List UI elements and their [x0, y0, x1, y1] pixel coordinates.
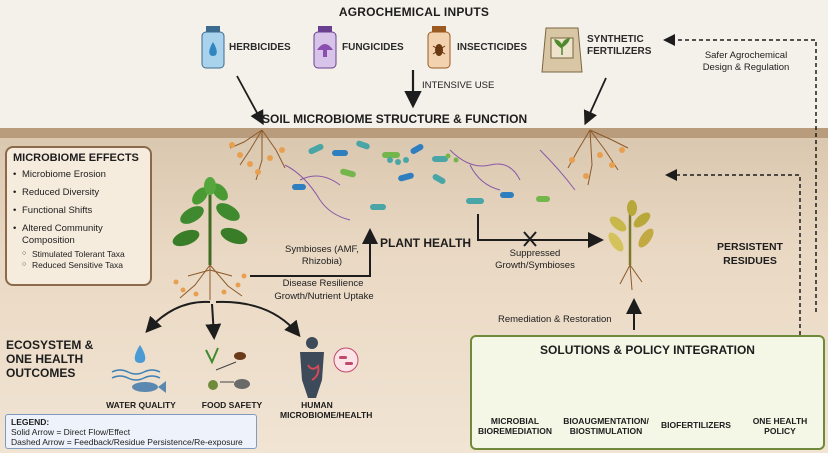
human-outcome-arrow: [215, 300, 301, 338]
ecosystem-title-line: ECOSYSTEM &: [6, 338, 94, 352]
legend-solid: Solid Arrow = Direct Flow/Effect: [11, 427, 131, 437]
fungal-hyphae: [284, 149, 576, 221]
outcome-food-safety: FOOD SAFETY: [201, 400, 263, 410]
solutions-panel: SOLUTIONS & POLICY INTEGRATION: [470, 335, 825, 450]
intensive-use-label: INTENSIVE USE: [422, 80, 495, 91]
plant-health-label: PLANT HEALTH: [380, 236, 472, 250]
solution-bioremediation: MICROBIAL BIOREMEDIATION: [478, 416, 552, 436]
fertilizer-arrow: [583, 77, 607, 126]
water-fish-icon: [111, 345, 166, 393]
solutions-title: SOLUTIONS & POLICY INTEGRATION: [540, 343, 755, 357]
outcome-human-health: HUMAN MICROBIOME/HEALTH: [280, 400, 373, 420]
effect-subitem: Stimulated Tolerant Taxa: [22, 249, 144, 259]
fungicide-bottle-icon: [313, 26, 337, 69]
nodules-right: [569, 147, 625, 179]
microbiome-effects-panel: MICROBIOME EFFECTS Microbiome Erosion Re…: [5, 146, 152, 286]
insecticide-bottle-icon: [427, 26, 451, 69]
safer-design-label: Safer Agrochemical Design & Regulation: [702, 50, 790, 73]
blocked-x-icon: [523, 231, 537, 247]
food-chain-icon: [205, 347, 250, 390]
healthy-plant-icon: [172, 177, 248, 300]
safer-design-dashed-arrow: [663, 34, 817, 312]
input-label-fungicides: FUNGICIDES: [342, 42, 404, 53]
food-outcome-arrow: [205, 303, 222, 340]
legend-title: LEGEND:: [11, 417, 50, 427]
soil-surface: [0, 128, 828, 138]
fertilizer-bag-icon: [541, 27, 583, 73]
legend-box: LEGEND: Solid Arrow = Direct Flow/Effect…: [5, 414, 257, 449]
microbes-cluster: [292, 140, 550, 210]
soil-microbiome-title: SOIL MICROBIOME STRUCTURE & FUNCTION: [262, 112, 528, 126]
water-outcome-arrow: [145, 300, 211, 333]
persistent-residues-dashed-arrow: [665, 169, 801, 335]
ecosystem-title: ECOSYSTEM & ONE HEALTH OUTCOMES: [6, 338, 93, 380]
suppressed-label: Suppressed Growth/Symbioses: [495, 248, 575, 271]
agrochemical-inputs-title: AGROCHEMICAL INPUTS: [338, 5, 490, 19]
solution-biofertilizers: BIOFERTILIZERS: [661, 420, 731, 430]
effect-item: Microbiome Erosion: [13, 169, 144, 181]
input-label-insecticides: INSECTICIDES: [457, 42, 528, 53]
plant-health-arrow: [250, 228, 378, 277]
symbioses-label: Symbioses (AMF, Rhizobia): [285, 244, 359, 267]
ecosystem-title-line: ONE HEALTH: [6, 352, 84, 366]
remediation-label: Remediation & Restoration: [498, 314, 612, 325]
wilting-plant-icon: [608, 200, 654, 291]
nodules-left: [229, 142, 285, 175]
persistent-residues-label: PERSISTENT RESIDUES: [717, 241, 783, 267]
effect-item: Functional Shifts: [13, 205, 144, 217]
growth-uptake-label: Growth/Nutrient Uptake: [274, 291, 374, 302]
disease-resilience-label: Disease Resilience: [282, 278, 364, 289]
herbicide-arrow: [236, 75, 264, 126]
effect-item: Altered Community Composition Stimulated…: [13, 223, 144, 270]
legend-dashed: Dashed Arrow = Feedback/Residue Persiste…: [11, 437, 243, 447]
human-microbiome-icon: [300, 337, 359, 398]
outcome-water-quality: WATER QUALITY: [106, 400, 176, 410]
herbicide-bottle-icon: [201, 26, 225, 69]
effect-item-label: Altered Community Composition: [22, 223, 103, 246]
microbiome-effects-title: MICROBIOME EFFECTS: [13, 152, 139, 164]
effect-item: Reduced Diversity: [13, 187, 144, 199]
solution-one-health-policy: ONE HEALTH POLICY: [752, 416, 808, 436]
solution-bioaugmentation: BIOAUGMENTATION/ BIOSTIMULATION: [563, 416, 649, 436]
input-label-fertilizers: SYNTHETIC FERTILIZERS: [587, 34, 652, 57]
roots-right-top: [567, 129, 629, 186]
ecosystem-title-line: OUTCOMES: [6, 366, 76, 380]
effect-subitem: Reduced Sensitive Taxa: [22, 260, 144, 270]
input-label-herbicides: HERBICIDES: [229, 42, 291, 53]
suppressed-arrow: [477, 214, 604, 248]
